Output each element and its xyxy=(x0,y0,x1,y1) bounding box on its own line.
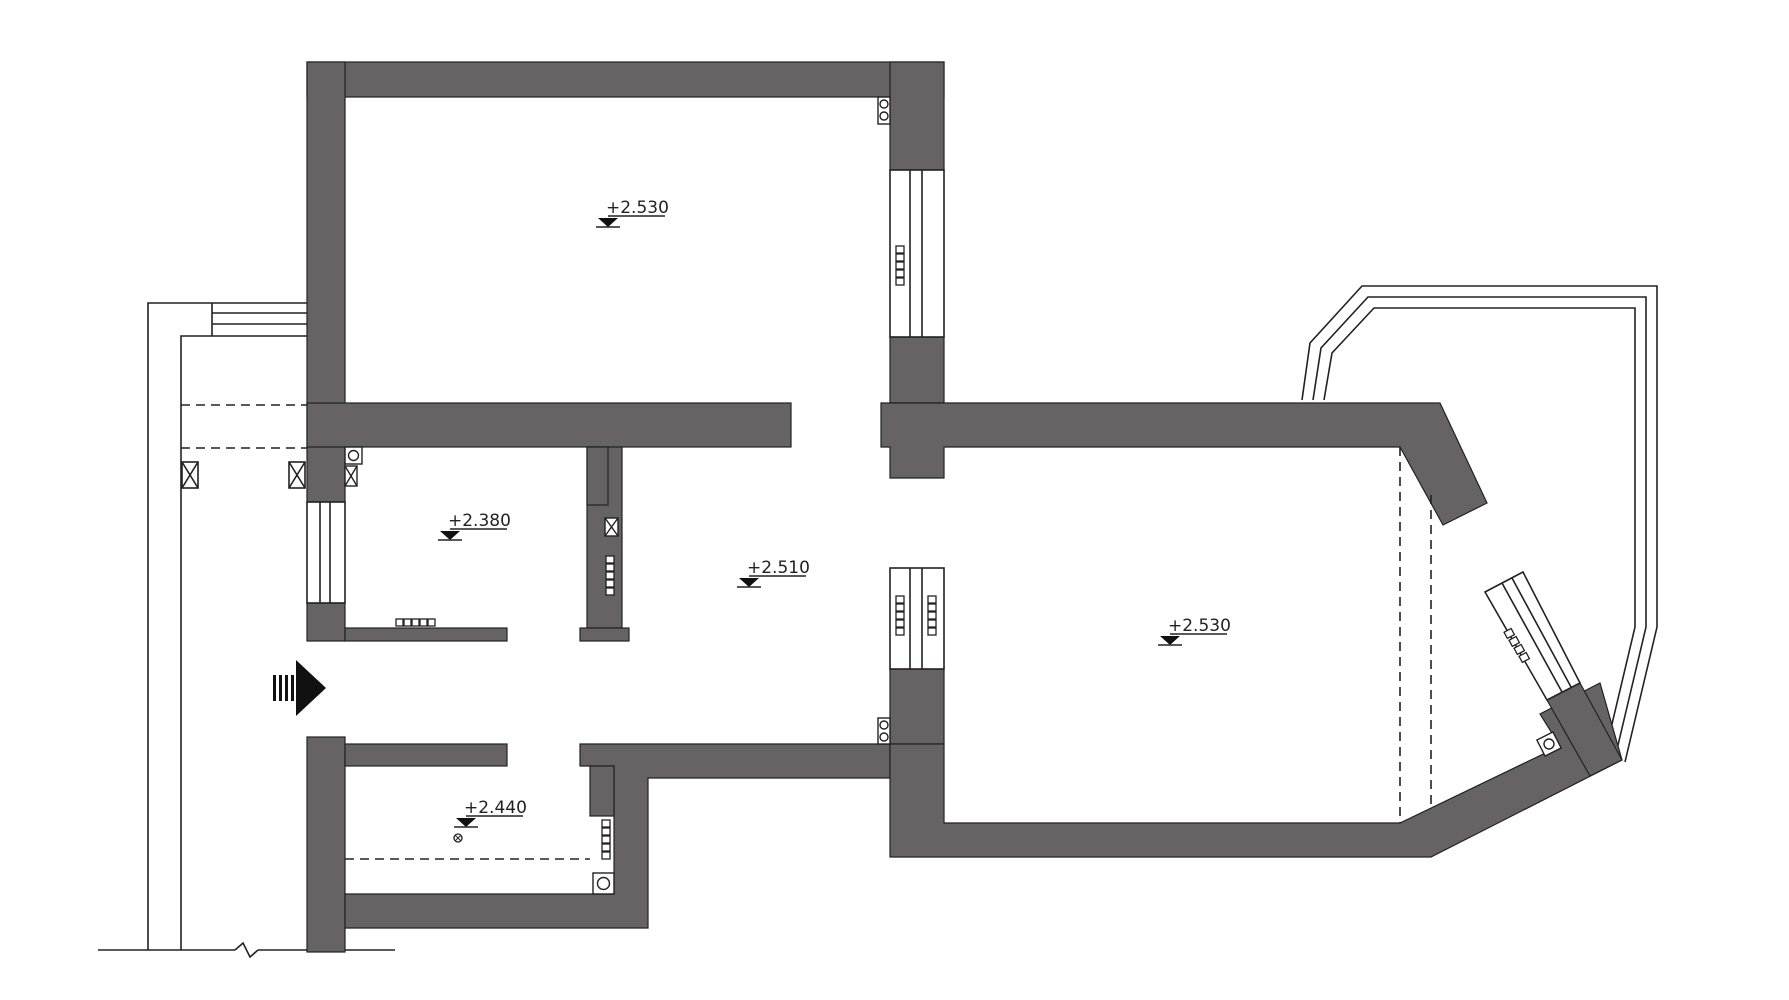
level-marker-bathroom: +2.380 xyxy=(438,511,511,541)
walls xyxy=(306,61,1623,953)
vent-icon xyxy=(181,461,306,489)
level-hall: +2.510 xyxy=(747,558,810,578)
level-living: +2.530 xyxy=(1168,616,1231,636)
level-marker-bedroom: +2.530 xyxy=(596,198,669,228)
level-marker-hall: +2.510 xyxy=(737,558,810,588)
entrance-arrow-icon xyxy=(273,660,326,716)
balcony-railing xyxy=(1301,285,1658,763)
drain-icon xyxy=(453,833,463,843)
window-bathroom xyxy=(306,501,346,604)
level-toilet: +2.440 xyxy=(464,798,527,818)
radiator-icon xyxy=(395,245,1531,860)
level-bathroom: +2.380 xyxy=(448,511,511,531)
exterior-gallery xyxy=(98,302,395,959)
riser-pipe-icon xyxy=(344,96,1563,895)
dashed-lines xyxy=(345,447,1432,860)
level-bedroom: +2.530 xyxy=(606,198,669,218)
level-marker-toilet: +2.440 xyxy=(454,798,527,828)
window-bay xyxy=(1483,570,1582,702)
window-bedroom xyxy=(889,169,945,338)
level-marker-living: +2.530 xyxy=(1158,616,1231,646)
